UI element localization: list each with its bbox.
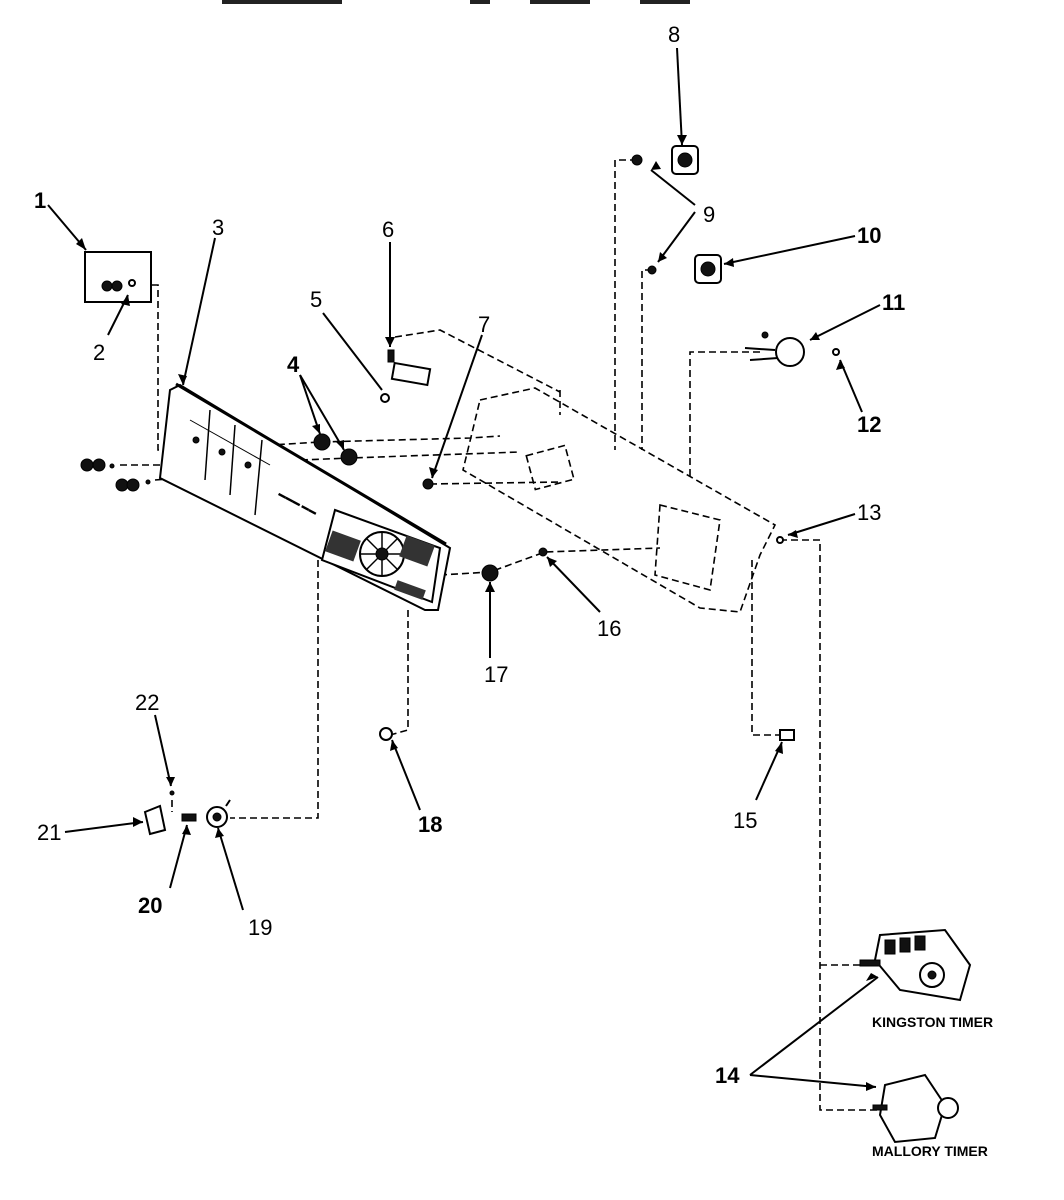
mallory-timer-caption: MALLORY TIMER: [872, 1143, 988, 1159]
callout-19: 19: [248, 915, 272, 940]
callout-4: 4: [287, 352, 300, 377]
part-8-switch: [631, 145, 699, 175]
part-20-spacer: [181, 813, 197, 822]
console-back-panel: [394, 329, 777, 613]
assembly-lines: [120, 159, 890, 1111]
leader-lines: [47, 47, 881, 1088]
kingston-timer-caption: KINGSTON TIMER: [872, 1014, 993, 1030]
callout-10: 10: [857, 223, 881, 248]
part-1-decal: [84, 251, 152, 303]
part-21-knob: [143, 804, 167, 836]
callout-17: 17: [484, 662, 508, 687]
callout-6: 6: [382, 217, 394, 242]
timer-captions: KINGSTON TIMER MALLORY TIMER: [872, 1014, 993, 1159]
callout-5: 5: [310, 287, 322, 312]
callout-14: 14: [715, 1063, 740, 1088]
callout-2: 2: [93, 340, 105, 365]
part-12-screw: [832, 348, 840, 356]
callout-12: 12: [857, 412, 881, 437]
part-14-kingston-timer: [859, 928, 972, 1002]
part-17-knob: [481, 564, 499, 582]
callout-8: 8: [668, 22, 680, 47]
part-6-bracket: [387, 349, 432, 387]
part-19-switch: [206, 799, 231, 828]
callout-22: 22: [135, 690, 159, 715]
callout-16: 16: [597, 616, 621, 641]
part-16-knob: [538, 547, 548, 557]
part-10-switch: [647, 254, 722, 284]
part-13-screw: [776, 536, 784, 544]
part-15-screw: [779, 729, 795, 741]
callout-11: 11: [882, 290, 905, 315]
part-4-knob-b: [340, 448, 358, 466]
callout-9: 9: [703, 202, 715, 227]
parts: [80, 145, 972, 1144]
header-remnant: [222, 0, 690, 4]
callout-13: 13: [857, 500, 881, 525]
part-14-mallory-timer: [872, 1073, 959, 1144]
callout-3: 3: [212, 215, 224, 240]
callout-1: 1: [34, 188, 46, 213]
callout-18: 18: [418, 812, 442, 837]
part-18-light: [379, 727, 393, 741]
part-7-knob: [422, 478, 434, 490]
callout-labels: 1 2 3 4 5 6 7 8 9 10 11 12 13 14 15 16 1…: [34, 22, 905, 1088]
part-11-switch: [744, 331, 805, 367]
part-5-screw: [380, 393, 390, 403]
arrowheads: [76, 135, 878, 1091]
callout-7: 7: [478, 312, 490, 337]
callout-20: 20: [138, 893, 162, 918]
callout-21: 21: [37, 820, 61, 845]
left-screws: [80, 458, 151, 492]
callout-15: 15: [733, 808, 757, 833]
part-22-screw: [169, 790, 175, 796]
control-panel: ▬▬▬ ▬▬: [158, 382, 452, 611]
part-4-knob-a: [313, 433, 331, 451]
